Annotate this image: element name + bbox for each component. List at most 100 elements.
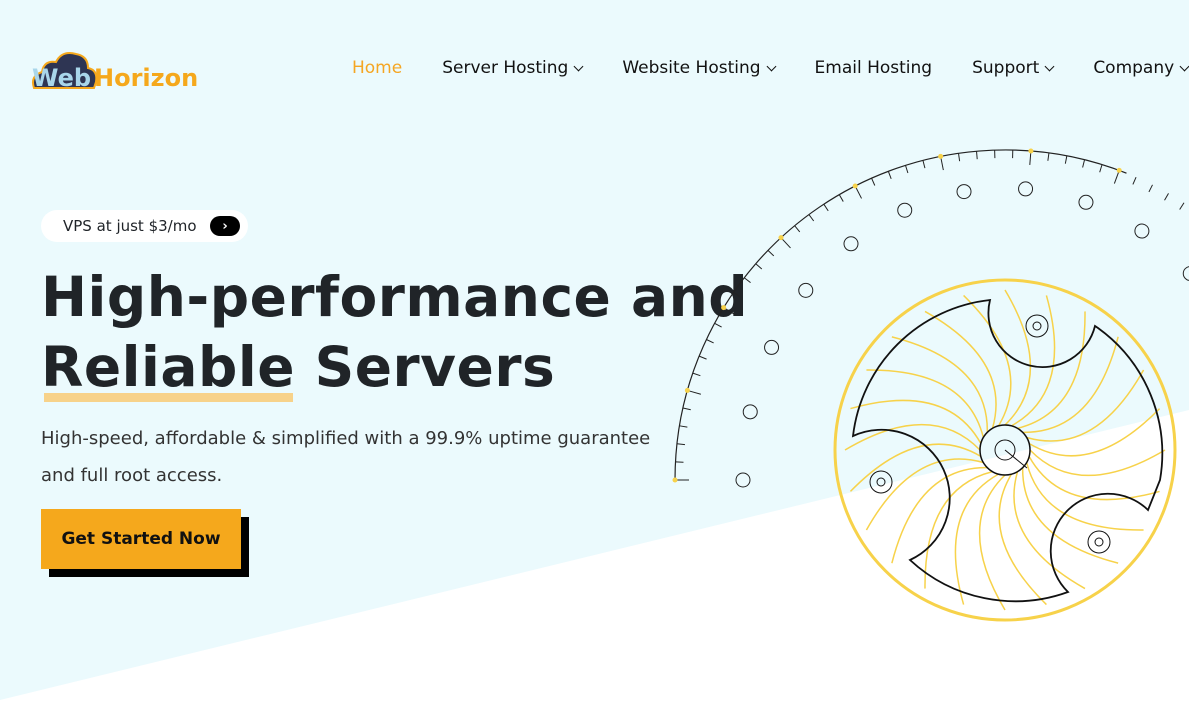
svg-text:Horizon: Horizon [94,64,198,92]
dial-tick [1179,202,1185,210]
hero-subtitle: High-speed, affordable & simplified with… [41,428,651,486]
wheel-spoke [1011,295,1056,427]
nav-email-hosting[interactable]: Email Hosting [815,58,933,78]
dial-tick [976,151,978,160]
wheel-spoke [865,458,984,531]
dial-dot [778,235,784,241]
svg-text:Web: Web [32,64,91,92]
nav-label: Company [1093,58,1175,78]
wheel-rim [833,278,1177,622]
dial-tick [922,160,926,169]
wheel-bolt [1087,530,1111,554]
main-nav: Home Server Hosting Website Hosting Emai… [352,58,1189,78]
dial-tick [692,372,701,377]
wheel-bolt [1025,314,1049,338]
title-rest: Servers [295,335,556,399]
get-started-button[interactable]: Get Started Now [41,509,241,569]
chevron-right-icon[interactable]: › [210,216,240,236]
wheel-spoke [850,399,982,444]
wheel-spoke [1021,467,1119,564]
wheel-hub [979,424,1031,476]
dial-hole [764,339,780,355]
wheel-spoke [891,466,988,564]
title-highlight: Reliable [41,332,295,402]
nav-label: Email Hosting [814,58,933,78]
dial-tick [1132,176,1137,185]
wheel-spoke [1022,336,1119,434]
promo-text: VPS at just $3/mo [63,217,197,235]
nav-label: Home [352,58,403,78]
wheel-spoke [849,443,982,492]
dial-hole [798,282,814,298]
wheel-spoke [866,369,985,438]
dial-tick [679,425,688,428]
wheel-spoke [978,474,1006,611]
wheel-spoke [844,423,981,451]
dial-tick [871,177,876,186]
wheel-spoke [924,310,997,429]
dial-tick [1148,184,1153,193]
dial-tick [767,249,775,257]
wheel-spoke [998,473,1047,606]
wheel-spoke [963,294,1012,427]
dial-tick [698,355,707,360]
dial-dot [938,153,944,159]
wheel-spoke [1028,456,1160,501]
nav-home[interactable]: Home [352,58,402,78]
nav-website-hosting[interactable]: Website Hosting [622,58,776,78]
wheel-spoke [954,473,999,605]
dial-tick [838,194,844,202]
wheel-spoke [891,336,989,433]
dial-tick [958,153,961,162]
wheel-spoke [1004,289,1032,426]
wheel-spoke [924,470,993,589]
dial-tick [1082,159,1086,168]
nav-server-hosting[interactable]: Server Hosting [442,58,584,78]
dial-tick [682,407,691,411]
dial-tick [794,225,801,233]
dial-dot [1028,148,1034,154]
wheel-bolt-inner [1032,321,1042,331]
dial-tick [1064,155,1068,164]
dial-tick [1164,193,1169,201]
dial-dot [672,477,678,483]
dial-hole [1078,194,1094,210]
nav-label: Website Hosting [622,58,761,78]
nav-company[interactable]: Company [1093,58,1189,78]
dial-dot [852,183,858,189]
dial-tick [706,339,714,344]
nav-support[interactable]: Support [972,58,1055,78]
dial-tick [808,214,815,222]
dial-hole [1134,223,1150,239]
wheel-spoke [1013,471,1086,590]
dial-hole [1018,181,1034,197]
dial-hole [897,202,913,218]
logo: Web Horizon [32,52,198,92]
dial-hole [735,472,751,488]
wheel-spoke [1028,408,1161,457]
dial-dot [1116,167,1122,173]
dial-tick [714,322,722,328]
dial-hole [742,404,758,420]
wheel-pointer [1004,449,1028,469]
wheel-hub-inner [994,439,1016,461]
wheel-bolt-inner [876,477,886,487]
dial-dot [721,305,727,311]
promo-pill[interactable]: VPS at just $3/mo › [41,210,248,242]
dial-tick [755,263,763,270]
dial-hole [956,184,972,200]
wheel-bolt-inner [1094,537,1104,547]
dial-tick [676,443,685,446]
dial-tick [905,165,909,174]
dial-tick [733,291,741,298]
wheel-spoke [1017,311,1086,430]
dial-tick [823,203,829,212]
dial-hole [843,236,859,252]
wheel-spoke [1029,449,1166,477]
dial-tick [1047,152,1050,161]
wheel-spoke [1026,369,1145,442]
dial-dot [684,387,690,393]
wheel-bolt [869,470,893,494]
